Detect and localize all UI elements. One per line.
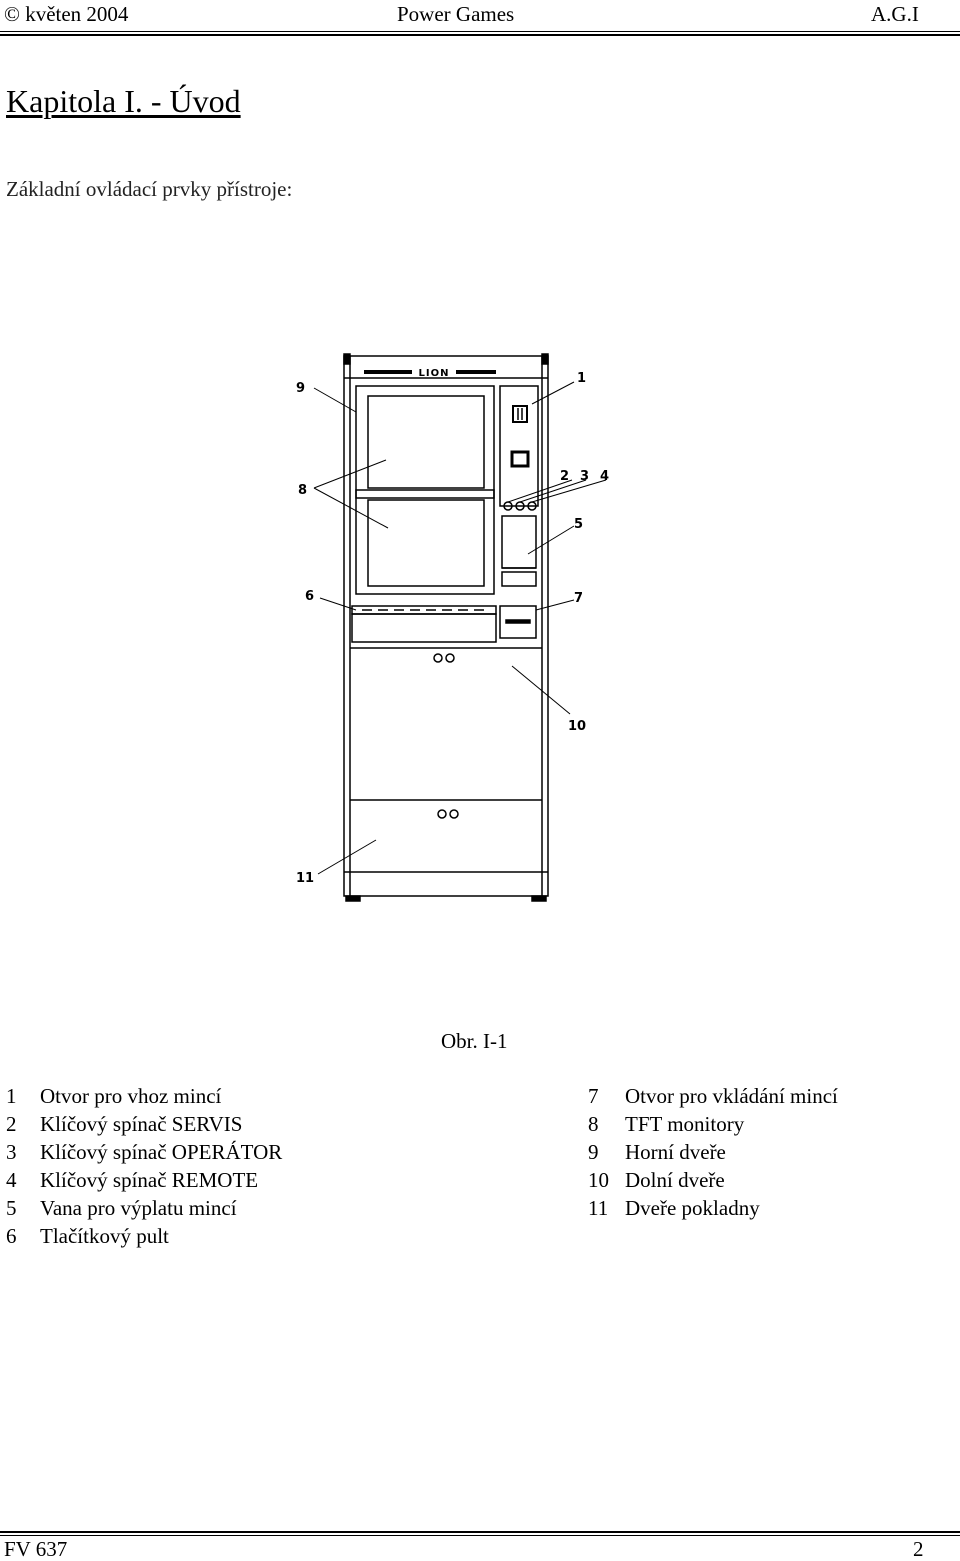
header-code: A.G.I xyxy=(871,2,919,26)
header-copyright: © květen 2004 xyxy=(4,2,129,26)
legend-text: Otvor pro vhoz mincí xyxy=(40,1084,222,1108)
legend-item: 6 Tlačítkový pult xyxy=(6,1222,282,1250)
legend-text: TFT monitory xyxy=(625,1112,745,1136)
legend-item: 11 Dveře pokladny xyxy=(588,1194,838,1222)
callout-lines xyxy=(313,381,607,875)
callout-11: 11 xyxy=(296,871,314,886)
legend-item: 4 Klíčový spínač REMOTE xyxy=(6,1166,282,1194)
upper-door xyxy=(355,385,495,595)
callout-4: 4 xyxy=(600,469,609,484)
callout-1: 1 xyxy=(577,371,586,386)
brand-strip: LION xyxy=(364,368,496,379)
page-number: 2 xyxy=(913,1537,924,1561)
footer-rule xyxy=(0,1535,960,1536)
machine-diagram: LION xyxy=(296,353,609,902)
right-panel xyxy=(499,385,539,639)
legend-item: 8 TFT monitory xyxy=(588,1110,838,1138)
callout-3: 3 xyxy=(580,469,589,484)
callout-7: 7 xyxy=(574,591,583,606)
header-rule xyxy=(0,31,960,32)
legend-item: 10 Dolní dveře xyxy=(588,1166,838,1194)
callout-numbers: 1 2 3 4 5 6 7 8 9 10 11 xyxy=(296,371,609,886)
cash-door xyxy=(437,809,459,819)
legend-item: 7 Otvor pro vkládání mincí xyxy=(588,1082,838,1110)
legend-item: 2 Klíčový spínač SERVIS xyxy=(6,1110,282,1138)
legend-text: Klíčový spínač REMOTE xyxy=(40,1168,259,1192)
legend-text: Klíčový spínač SERVIS xyxy=(40,1112,243,1136)
footer-doc-code: FV 637 xyxy=(4,1537,68,1561)
legend-text: Tlačítkový pult xyxy=(40,1224,169,1248)
legend-text: Horní dveře xyxy=(625,1140,726,1164)
callout-2: 2 xyxy=(560,469,569,484)
callout-6: 6 xyxy=(305,589,314,604)
legend-item: 5 Vana pro výplatu mincí xyxy=(6,1194,282,1222)
callout-9: 9 xyxy=(296,381,305,396)
legend-text: Dolní dveře xyxy=(625,1168,725,1192)
legend-number: 7 xyxy=(588,1084,599,1108)
legend-number: 3 xyxy=(6,1140,17,1164)
header-rule-thick xyxy=(0,34,960,36)
legend-number: 5 xyxy=(6,1196,17,1220)
cabinet-outline xyxy=(343,353,549,902)
callout-10: 10 xyxy=(568,719,586,734)
button-panel xyxy=(350,605,542,649)
intro-text: Základní ovládací prvky přístroje: xyxy=(6,177,293,201)
legend-text: Dveře pokladny xyxy=(625,1196,760,1220)
footer-rule-thick xyxy=(0,1531,960,1533)
legend-number: 6 xyxy=(6,1224,17,1248)
legend-text: Vana pro výplatu mincí xyxy=(40,1196,237,1220)
legend-item: 3 Klíčový spínač OPERÁTOR xyxy=(6,1138,282,1166)
figure-caption: Obr. I-1 xyxy=(441,1029,508,1053)
legend-text: Klíčový spínač OPERÁTOR xyxy=(40,1140,283,1164)
legend-item: 9 Horní dveře xyxy=(588,1138,838,1166)
legend-number: 10 xyxy=(588,1168,609,1192)
legend-left: 1 Otvor pro vhoz mincí 2 Klíčový spínač SE… xyxy=(6,1082,282,1250)
chapter-title: Kapitola I. - Úvod xyxy=(6,83,241,119)
callout-8: 8 xyxy=(298,483,307,498)
legend-item: 1 Otvor pro vhoz mincí xyxy=(6,1082,282,1110)
legend-number: 4 xyxy=(6,1168,17,1192)
brand-label: LION xyxy=(419,368,450,379)
legend-number: 8 xyxy=(588,1112,599,1136)
lower-door xyxy=(350,653,542,801)
callout-5: 5 xyxy=(574,517,583,532)
legend-number: 2 xyxy=(6,1112,17,1136)
legend-text: Otvor pro vkládání mincí xyxy=(625,1084,838,1108)
legend-number: 11 xyxy=(588,1196,609,1220)
header-company: Power Games xyxy=(397,2,515,26)
legend-number: 1 xyxy=(6,1084,17,1108)
page-header: © květen 2004 Power Games A.G.I xyxy=(0,0,960,34)
legend-number: 9 xyxy=(588,1140,599,1164)
